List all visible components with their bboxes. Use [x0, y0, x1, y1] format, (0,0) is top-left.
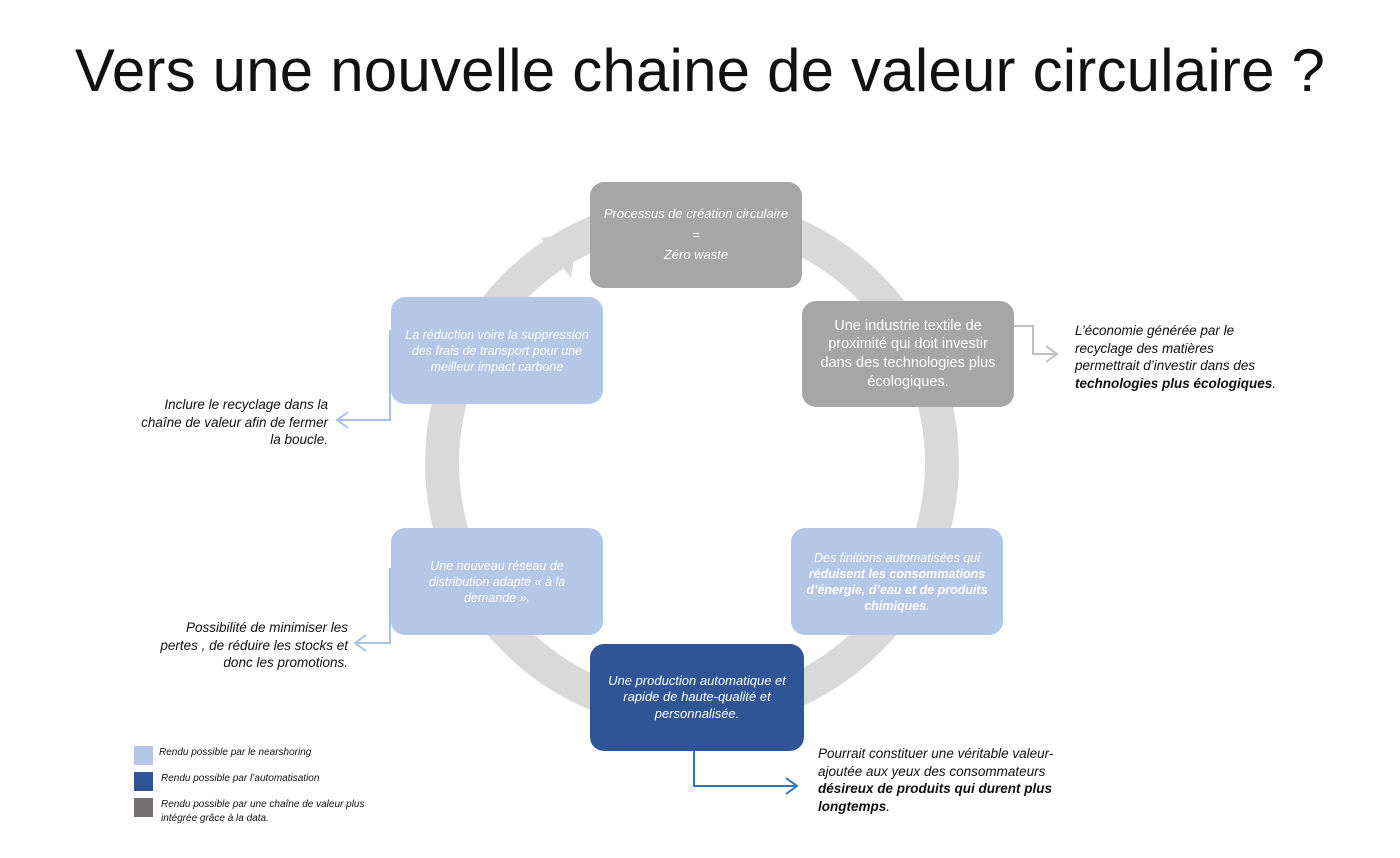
note-economie-line1: L’économie générée par le [1075, 323, 1235, 338]
legend-text-data-line1: Rendu possible par une chaîne de valeur … [161, 799, 365, 810]
box-reseau: Une nouveau réseau de distribution adapt… [391, 528, 603, 635]
box-transport-text: La réduction voire la suppression des fr… [405, 327, 589, 374]
note-economie-line3: permettrait d’investir dans des [1075, 358, 1256, 374]
box-zero-waste-line2: = [692, 226, 700, 242]
note-recyclage-line2: chaîne de valeur afin de fermer [141, 414, 328, 430]
legend-text-nearshoring-line1: Rendu possible par le nearshoring [159, 747, 312, 758]
cycle-ring [425, 196, 959, 730]
legend-text-data: Rendu possible par une chaîne de valeur … [161, 798, 364, 825]
note-recyclage-line3: la boucle. [270, 432, 328, 448]
legend-text-nearshoring: Rendu possible par le nearshoring [159, 746, 311, 760]
note-valeur-line3: désireux de produits qui durent plus [818, 780, 1053, 798]
note-valeur-line1: Pourrait constituer une véritable valeur… [818, 746, 1054, 761]
note-valeur-line4: longtemps. [818, 798, 1053, 816]
connector-reseau [356, 568, 391, 644]
note-economie: L’économie générée par le recyclage des … [1075, 322, 1276, 392]
box-finitions-text: Des finitions automatisées qui réduisent… [803, 550, 991, 614]
box-production: Une production automatique et rapide de … [590, 644, 804, 751]
note-valeur: Pourrait constituer une véritable valeur… [818, 745, 1053, 815]
box-industrie-text: Une industrie textile de proximité qui d… [820, 317, 996, 390]
legend-item-data: Rendu possible par une chaîne de valeur … [134, 798, 364, 825]
connector-transport [338, 330, 391, 421]
box-industrie: Une industrie textile de proximité qui d… [802, 301, 1014, 407]
box-finitions-text-bold: réduisent les consommations d’énergie, d… [806, 566, 988, 613]
note-valeur-line4-after: . [886, 798, 891, 814]
box-finitions-text-after: . [926, 598, 930, 613]
legend-text-automatisation-line1: Rendu possible par l’automatisation [161, 773, 320, 784]
legend-swatch-automatisation [134, 772, 153, 791]
note-recyclage: Inclure le recyclage dans la chaîne de v… [118, 396, 328, 449]
legend-swatch-data [134, 798, 153, 817]
note-valeur-line4-bold: longtemps [818, 798, 887, 814]
box-zero-waste-line3: Zéro waste [663, 247, 729, 263]
legend-item-nearshoring: Rendu possible par le nearshoring [134, 746, 311, 765]
note-pertes-line1: Possibilité de minimiser les [185, 620, 348, 635]
cycle-arrow-head-icon [541, 232, 578, 278]
note-pertes-line2: pertes , de réduire les stocks et [160, 637, 348, 653]
note-pertes-line3: donc les promotions. [223, 655, 348, 671]
connector-reseau-arrow-icon [353, 634, 367, 652]
note-economie-line4-bold: technologies plus écologiques [1075, 375, 1273, 391]
box-transport: La réduction voire la suppression des fr… [391, 297, 603, 404]
box-finitions: Des finitions automatisées qui réduisent… [791, 528, 1003, 635]
connector-industrie [1008, 325, 1056, 355]
note-recyclage-line1: Inclure le recyclage dans la [164, 397, 328, 412]
box-finitions-text-before: Des finitions automatisées qui [813, 550, 981, 565]
note-economie-line2: recyclage des matières [1075, 340, 1214, 356]
box-zero-waste: Processus de création circulaire = Zéro … [590, 182, 802, 288]
connector-transport-arrow-icon [335, 411, 349, 429]
page-title: Vers une nouvelle chaine de valeur circu… [74, 37, 1326, 104]
note-pertes: Possibilité de minimiser les pertes , de… [128, 619, 348, 672]
connector-production [693, 748, 796, 787]
connector-production-arrow-icon [785, 777, 799, 795]
note-valeur-line3-bold: désireux de produits qui durent plus [818, 781, 1053, 797]
legend-text-data-line2: intégrée grâce à la data. [161, 812, 269, 824]
note-valeur-line2: ajoutée aux yeux des consommateurs [818, 763, 1046, 779]
legend-text-automatisation: Rendu possible par l’automatisation [161, 772, 319, 786]
note-economie-line4: technologies plus écologiques. [1075, 375, 1276, 393]
connector-industrie-arrow-icon [1045, 345, 1059, 363]
legend-swatch-nearshoring [134, 746, 153, 765]
note-economie-line4-after: . [1272, 375, 1277, 391]
box-reseau-text: Une nouveau réseau de distribution adapt… [428, 558, 566, 605]
box-production-text: Une production automatique et rapide de … [608, 672, 786, 721]
box-zero-waste-line1: Processus de création circulaire [603, 206, 789, 222]
legend-item-automatisation: Rendu possible par l’automatisation [134, 772, 319, 791]
